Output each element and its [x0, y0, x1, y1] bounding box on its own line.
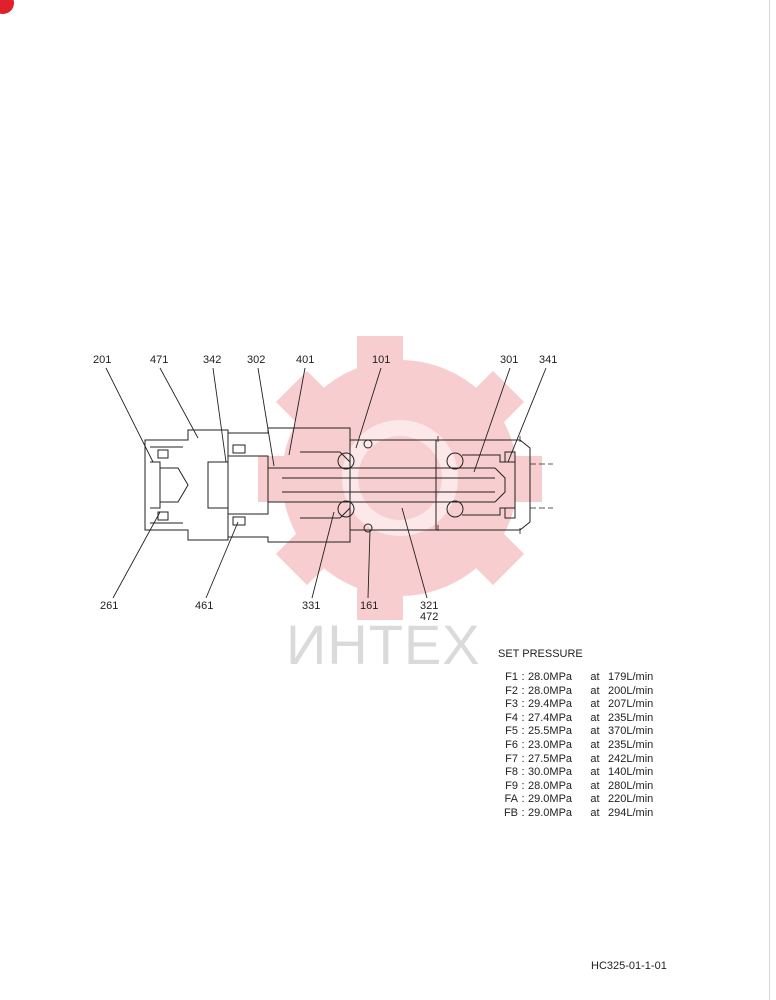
pressure-key: FB: [503, 806, 518, 819]
part-number-labels: 201 471 342 302 401 101 301 341 261 461 …: [93, 354, 557, 623]
pressure-separator: :: [521, 671, 525, 683]
pressure-row: F2:28.0MPa at 200L/min: [494, 685, 668, 699]
pressure-at: at: [590, 752, 600, 765]
pressure-at: at: [590, 779, 600, 792]
flow-value: 179L/min: [608, 671, 654, 683]
pressure-value: 28.0MPa: [528, 779, 573, 792]
pressure-at: at: [590, 684, 600, 697]
pressure-value: 29.0MPa: [528, 806, 573, 819]
part-label-472: 472: [420, 611, 438, 623]
pressure-value: 27.4MPa: [528, 711, 573, 724]
pressure-separator: :: [521, 766, 525, 779]
pressure-key: F3: [505, 698, 518, 711]
part-label-331: 331: [302, 600, 320, 612]
pressure-separator: :: [521, 793, 525, 806]
centre-lines: [437, 436, 553, 534]
pressure-value: 29.4MPa: [528, 698, 573, 711]
part-label-101: 101: [372, 354, 390, 366]
pressure-row: F6:23.0MPa at 235L/min: [494, 739, 668, 753]
pressure-row: F9:28.0MPa at 280L/min: [494, 780, 668, 794]
pressure-separator: :: [521, 684, 525, 697]
part-label-261: 261: [100, 600, 118, 612]
pressure-at: at: [590, 806, 600, 819]
pressure-at: at: [590, 671, 600, 683]
part-label-342: 342: [203, 354, 221, 366]
pressure-row: FA:29.0MPa at 220L/min: [494, 793, 668, 807]
pressure-separator: :: [521, 698, 525, 711]
pressure-row: F7:27.5MPa at 242L/min: [494, 753, 668, 767]
pressure-key: F5: [505, 725, 518, 738]
pressure-separator: :: [521, 711, 525, 724]
pressure-at: at: [590, 711, 600, 724]
part-label-302: 302: [247, 354, 265, 366]
pressure-key: F6: [505, 738, 518, 751]
pressure-value: 23.0MPa: [528, 738, 573, 751]
flow-value: 242L/min: [608, 752, 654, 765]
pressure-at: at: [590, 725, 600, 738]
flow-value: 280L/min: [608, 779, 654, 792]
flow-value: 140L/min: [608, 766, 654, 779]
pressure-row: F1:28.0MPa at 179L/min: [494, 671, 668, 685]
pressure-separator: :: [521, 752, 525, 765]
pressure-at: at: [590, 738, 600, 751]
part-label-301: 301: [500, 354, 518, 366]
flow-value: 207L/min: [608, 698, 654, 711]
corner-badge: [0, 0, 14, 14]
part-label-161: 161: [360, 600, 378, 612]
pressure-key: F2: [505, 684, 518, 697]
part-label-321: 321: [420, 600, 438, 612]
pressure-key: F8: [505, 766, 518, 779]
pressure-value: 28.0MPa: [528, 671, 573, 683]
pressure-at: at: [590, 793, 600, 806]
part-label-341: 341: [539, 354, 557, 366]
part-label-201: 201: [93, 354, 111, 366]
pressure-separator: :: [521, 725, 525, 738]
pressure-separator: :: [521, 779, 525, 792]
flow-value: 370L/min: [608, 725, 654, 738]
pressure-row: F3:29.4MPa at 207L/min: [494, 698, 668, 712]
pressure-value: 29.0MPa: [528, 793, 573, 806]
pressure-row: F4:27.4MPa at 235L/min: [494, 712, 668, 726]
pressure-key: F4: [505, 711, 518, 724]
pressure-row: FB:29.0MPa at 294L/min: [494, 807, 668, 821]
flow-value: 235L/min: [608, 711, 654, 724]
leader-lines: [105, 367, 547, 599]
pressure-at: at: [590, 766, 600, 779]
watermark-text: ИНТЕХ: [286, 613, 481, 676]
pressure-value: 27.5MPa: [528, 752, 573, 765]
pressure-row: F5:25.5MPa at 370L/min: [494, 725, 668, 739]
pressure-separator: :: [521, 738, 525, 751]
flow-value: 294L/min: [608, 806, 654, 819]
pressure-key: F7: [505, 752, 518, 765]
page-edge-line: [769, 0, 770, 1000]
part-label-401: 401: [296, 354, 314, 366]
pressure-at: at: [590, 698, 600, 711]
pressure-key: F1: [505, 671, 518, 683]
part-label-471: 471: [150, 354, 168, 366]
pressure-value: 25.5MPa: [528, 725, 573, 738]
set-pressure-title: SET PRESSURE: [498, 648, 583, 660]
pressure-separator: :: [521, 806, 525, 819]
flow-value: 235L/min: [608, 738, 654, 751]
document-code: HC325-01-1-01: [591, 960, 667, 972]
pressure-row: F8:30.0MPa at 140L/min: [494, 766, 668, 780]
flow-value: 220L/min: [608, 793, 654, 806]
part-label-461: 461: [195, 600, 213, 612]
pressure-value: 30.0MPa: [528, 766, 573, 779]
pressure-key: FA: [504, 793, 518, 806]
pressure-value: 28.0MPa: [528, 684, 573, 697]
flow-value: 200L/min: [608, 684, 654, 697]
pressure-key: F9: [505, 779, 518, 792]
